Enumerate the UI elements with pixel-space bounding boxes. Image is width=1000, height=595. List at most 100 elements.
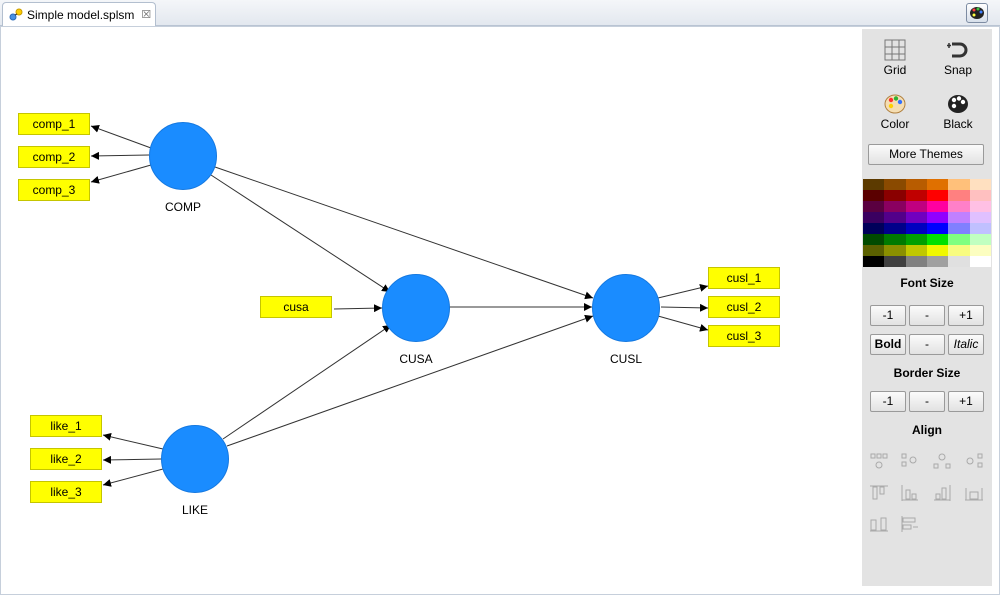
arrow-comp-comp3 [90,164,152,184]
palette-swatch[interactable] [863,234,885,245]
palette-swatch[interactable] [927,212,949,223]
palette-swatch[interactable] [884,256,906,267]
align-edge-bottom-icon[interactable] [964,484,984,502]
distribute-horizontal-icon[interactable] [869,515,889,533]
palette-swatch[interactable] [969,223,991,234]
palette-swatch[interactable] [905,256,927,267]
palette-swatch[interactable] [884,245,906,256]
indicator-cusl-3[interactable]: cusl_3 [708,325,780,347]
palette-swatch[interactable] [863,201,885,212]
palette-swatch[interactable] [948,234,970,245]
palette-swatch[interactable] [969,201,991,212]
color-palette[interactable] [863,179,991,267]
palette-swatch[interactable] [905,212,927,223]
palette-swatch[interactable] [948,245,970,256]
palette-swatch[interactable] [948,190,970,201]
construct-cusl[interactable] [592,274,660,342]
palette-swatch[interactable] [905,179,927,190]
italic-button[interactable]: Italic [948,334,984,355]
palette-toggle-button[interactable] [966,3,988,23]
bold-button[interactable]: Bold [870,334,906,355]
indicator-like-2[interactable]: like_2 [30,448,102,470]
palette-swatch[interactable] [905,234,927,245]
snap-label: Snap [943,63,973,77]
font-size-decrease-button[interactable]: -1 [870,305,906,326]
palette-swatch[interactable] [969,190,991,201]
palette-swatch[interactable] [948,212,970,223]
model-canvas[interactable]: comp_1 comp_2 comp_3 cusa like_1 like_2 … [1,27,859,593]
border-size-reset-button[interactable]: - [909,391,945,412]
align-right-icon[interactable] [964,452,984,470]
indicator-like-1[interactable]: like_1 [30,415,102,437]
indicator-cusa[interactable]: cusa [260,296,332,318]
palette-swatch[interactable] [905,190,927,201]
construct-like[interactable] [161,425,229,493]
palette-swatch[interactable] [948,223,970,234]
palette-swatch[interactable] [863,256,885,267]
close-tab-icon[interactable]: ☒ [141,8,152,21]
palette-swatch[interactable] [927,223,949,234]
palette-swatch[interactable] [969,179,991,190]
font-size-reset-button[interactable]: - [909,305,945,326]
palette-swatch[interactable] [863,245,885,256]
palette-swatch[interactable] [863,223,885,234]
font-size-increase-button[interactable]: +1 [948,305,984,326]
align-bottom-icon[interactable] [932,452,952,470]
snap-button[interactable]: Snap [928,35,988,85]
palette-swatch[interactable] [905,223,927,234]
arrow-cusl-cusl3 [657,315,709,332]
palette-swatch[interactable] [927,190,949,201]
palette-swatch[interactable] [927,201,949,212]
color-theme-button[interactable]: Color [865,89,925,139]
arrow-comp-cusa [210,174,391,293]
border-size-increase-button[interactable]: +1 [948,391,984,412]
distribute-vertical-icon[interactable] [900,515,920,533]
arrow-cusa-indicator [333,304,383,313]
align-edge-bottom-right-icon[interactable] [932,484,952,502]
palette-swatch[interactable] [969,212,991,223]
palette-swatch[interactable] [927,256,949,267]
palette-swatch[interactable] [863,212,885,223]
indicator-comp-2[interactable]: comp_2 [18,146,90,168]
palette-swatch[interactable] [969,245,991,256]
construct-comp[interactable] [149,122,217,190]
palette-swatch[interactable] [969,234,991,245]
indicator-cusl-1[interactable]: cusl_1 [708,267,780,289]
font-style-reset-button[interactable]: - [909,334,945,355]
palette-swatch[interactable] [863,190,885,201]
grid-icon [884,39,906,61]
palette-swatch[interactable] [927,234,949,245]
construct-cusa[interactable] [382,274,450,342]
palette-swatch[interactable] [884,223,906,234]
indicator-comp-3[interactable]: comp_3 [18,179,90,201]
more-themes-button[interactable]: More Themes [868,144,984,165]
align-edge-top-icon[interactable] [869,484,889,502]
palette-swatch[interactable] [905,201,927,212]
indicator-comp-1[interactable]: comp_1 [18,113,90,135]
palette-swatch[interactable] [905,245,927,256]
align-top-left-icon[interactable] [869,452,889,470]
indicator-like-3[interactable]: like_3 [30,481,102,503]
palette-swatch[interactable] [969,256,991,267]
palette-swatch[interactable] [884,190,906,201]
tab-simple-model[interactable]: Simple model.splsm ☒ [2,2,156,26]
align-left-icon[interactable] [900,452,920,470]
palette-swatch[interactable] [884,212,906,223]
palette-swatch[interactable] [884,234,906,245]
color-label: Color [880,117,910,131]
palette-swatch[interactable] [884,179,906,190]
arrow-like-cusa [222,324,392,440]
palette-swatch[interactable] [884,201,906,212]
palette-swatch[interactable] [863,179,885,190]
align-edge-bottom-left-icon[interactable] [900,484,920,502]
palette-swatch[interactable] [948,201,970,212]
border-size-decrease-button[interactable]: -1 [870,391,906,412]
palette-swatch[interactable] [927,179,949,190]
indicator-cusl-2[interactable]: cusl_2 [708,296,780,318]
palette-swatch[interactable] [948,256,970,267]
palette-swatch[interactable] [927,245,949,256]
palette-swatch[interactable] [948,179,970,190]
black-theme-button[interactable]: Black [928,89,988,139]
path-connections [90,124,709,487]
grid-button[interactable]: Grid [865,35,925,85]
